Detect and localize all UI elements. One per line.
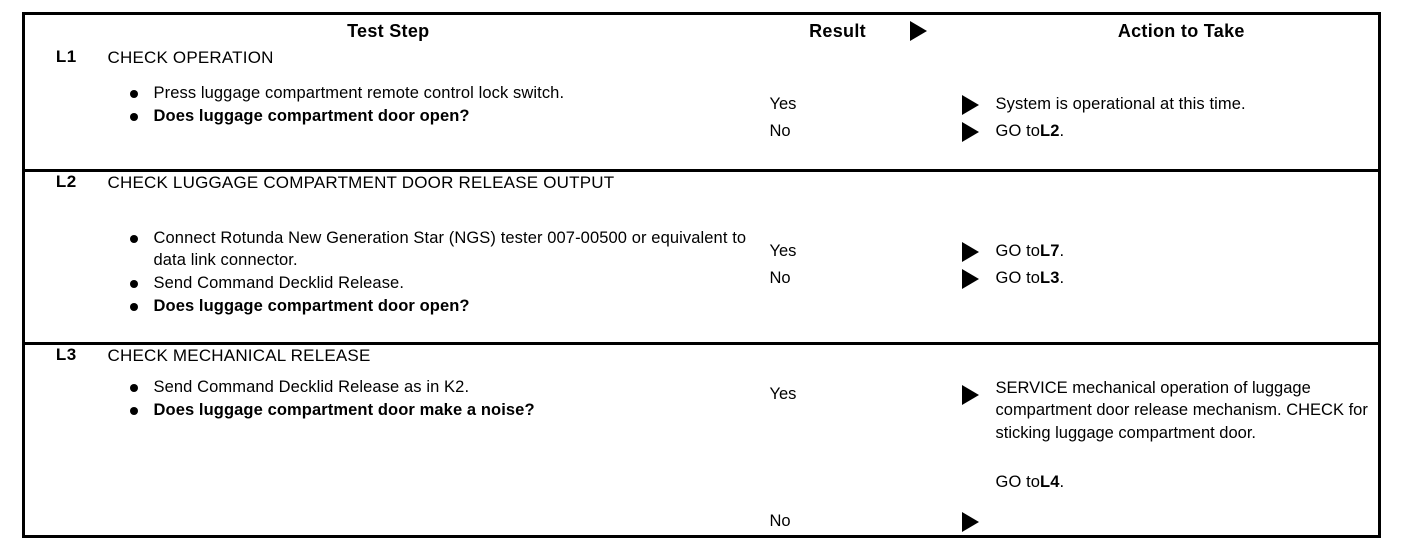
- bullet-dot-icon: [129, 302, 138, 311]
- step-row-l2-title: L2 CHECK LUGGAGE COMPARTMENT DOOR RELEAS…: [23, 169, 1380, 344]
- action-step-ref: L4: [1040, 473, 1060, 492]
- triangle-right-icon: [909, 21, 927, 41]
- triangle-right-icon: [961, 384, 979, 405]
- bullet-list-l2: Connect Rotunda New Generation Star (NGS…: [108, 228, 752, 318]
- action-cell-l1: System is operational at this time. GO t…: [985, 47, 1380, 171]
- column-header-test-step: Test Step: [347, 21, 430, 41]
- step-body-l2: Connect Rotunda New Generation Star (NGS…: [108, 228, 752, 344]
- step-id-spacer-l3: [24, 377, 108, 537]
- action-suffix: .: [1059, 241, 1065, 260]
- result-label: Yes: [769, 384, 797, 403]
- bullet-text: Send Command Decklid Release.: [153, 273, 405, 292]
- bullet-list-l1: Press luggage compartment remote control…: [108, 83, 752, 128]
- action-cell-l2: GO to L7. GO to L3.: [984, 169, 1380, 344]
- step-row-l1-title: L1 CHECK OPERATION Yes No System is oper…: [24, 47, 1380, 142]
- action-cell-l3: SERVICE mechanical operation of luggage …: [984, 342, 1380, 537]
- list-item: Does luggage compartment door open?: [108, 296, 752, 318]
- column-header-result: Result: [752, 14, 985, 48]
- result-label: No: [769, 121, 791, 140]
- result-cell-l2: Yes No: [751, 169, 985, 344]
- action-text: GO to L7.: [985, 238, 1379, 265]
- step-title-l2: CHECK LUGGAGE COMPARTMENT DOOR RELEASE O…: [107, 169, 752, 228]
- list-item: Press luggage compartment remote control…: [108, 83, 752, 105]
- result-cell-l1: Yes No: [752, 47, 985, 171]
- step-row-l3-title: L3 CHECK MECHANICAL RELEASE Yes No SERVI…: [23, 342, 1380, 537]
- bullet-text: Does luggage compartment door make a noi…: [153, 400, 535, 419]
- action-step-ref: L7: [1040, 241, 1060, 260]
- step-title-l1: CHECK OPERATION: [107, 48, 274, 67]
- result-row: Yes: [752, 238, 985, 265]
- bullet-dot-icon: [129, 112, 138, 121]
- bullet-dot-icon: [129, 90, 138, 98]
- action-suffix: .: [1059, 268, 1065, 287]
- action-text: SERVICE mechanical operation of luggage …: [995, 379, 1368, 442]
- triangle-right-icon: [961, 121, 979, 142]
- bullet-list-l3: Send Command Decklid Release as in K2. D…: [108, 377, 752, 422]
- step-id-l1: L1: [55, 47, 77, 66]
- result-label: Yes: [769, 94, 797, 113]
- bullet-dot-icon: [129, 235, 138, 243]
- result-row: No: [752, 118, 985, 145]
- bullet-dot-icon: [129, 406, 138, 415]
- step-row-l1-body: Press luggage compartment remote control…: [24, 83, 1380, 171]
- action-suffix: .: [1059, 473, 1065, 492]
- bullet-dot-icon: [129, 279, 138, 288]
- action-step-ref: L3: [1040, 268, 1060, 287]
- result-cell-l3: Yes No: [751, 342, 985, 537]
- column-header-action-to-take: Action to Take: [1117, 21, 1245, 41]
- step-row-l2-body: Connect Rotunda New Generation Star (NGS…: [24, 228, 1380, 344]
- result-label: No: [769, 511, 791, 530]
- action-prefix: GO to: [995, 268, 1041, 287]
- action-step-ref: L2: [1040, 121, 1060, 140]
- list-item: Does luggage compartment door make a noi…: [108, 400, 752, 422]
- action-prefix: GO to: [995, 473, 1041, 492]
- result-row: No: [752, 265, 985, 292]
- triangle-right-icon: [961, 94, 979, 115]
- result-label: Yes: [769, 241, 797, 260]
- step-body-l3: Send Command Decklid Release as in K2. D…: [108, 377, 752, 537]
- bullet-text: Send Command Decklid Release as in K2.: [153, 378, 470, 396]
- bullet-text: Press luggage compartment remote control…: [153, 84, 565, 102]
- result-label: No: [769, 268, 791, 287]
- step-row-l3-body: Send Command Decklid Release as in K2. D…: [24, 377, 1380, 537]
- bullet-text: Does luggage compartment door open?: [153, 296, 470, 315]
- triangle-right-icon: [961, 268, 979, 289]
- action-text: GO to L4.: [985, 469, 1379, 496]
- action-text: GO to L2.: [985, 118, 1379, 145]
- result-row: Yes: [752, 381, 985, 408]
- column-header-result-label: Result: [809, 21, 866, 41]
- step-id-spacer-l1: [24, 83, 108, 171]
- result-row: No: [752, 508, 985, 535]
- diagnostic-test-table: Test Step Result Action to Take L1 CHECK…: [22, 12, 1382, 538]
- step-id-l2: L2: [23, 169, 108, 228]
- step-body-l1: Press luggage compartment remote control…: [108, 83, 752, 171]
- triangle-right-icon: [961, 241, 979, 262]
- action-prefix: GO to: [995, 241, 1041, 260]
- triangle-right-icon: [961, 511, 979, 532]
- result-row: Yes: [752, 91, 985, 118]
- list-item: Send Command Decklid Release.: [108, 273, 752, 295]
- action-text: GO to L3.: [985, 265, 1379, 292]
- bullet-text: Connect Rotunda New Generation Star (NGS…: [153, 229, 747, 269]
- list-item: Does luggage compartment door open?: [108, 106, 752, 128]
- bullet-text: Does luggage compartment door open?: [153, 106, 470, 125]
- table-header-row: Test Step Result Action to Take: [24, 14, 1380, 48]
- action-text: System is operational at this time.: [995, 94, 1246, 113]
- step-id-spacer-l2: [24, 228, 108, 344]
- action-suffix: .: [1059, 121, 1065, 140]
- action-prefix: GO to: [995, 121, 1041, 140]
- step-title-l3: CHECK MECHANICAL RELEASE: [107, 342, 752, 377]
- bullet-dot-icon: [129, 384, 138, 392]
- list-item: Connect Rotunda New Generation Star (NGS…: [108, 228, 752, 272]
- list-item: Send Command Decklid Release as in K2.: [108, 377, 752, 399]
- step-id-l3: L3: [23, 342, 108, 377]
